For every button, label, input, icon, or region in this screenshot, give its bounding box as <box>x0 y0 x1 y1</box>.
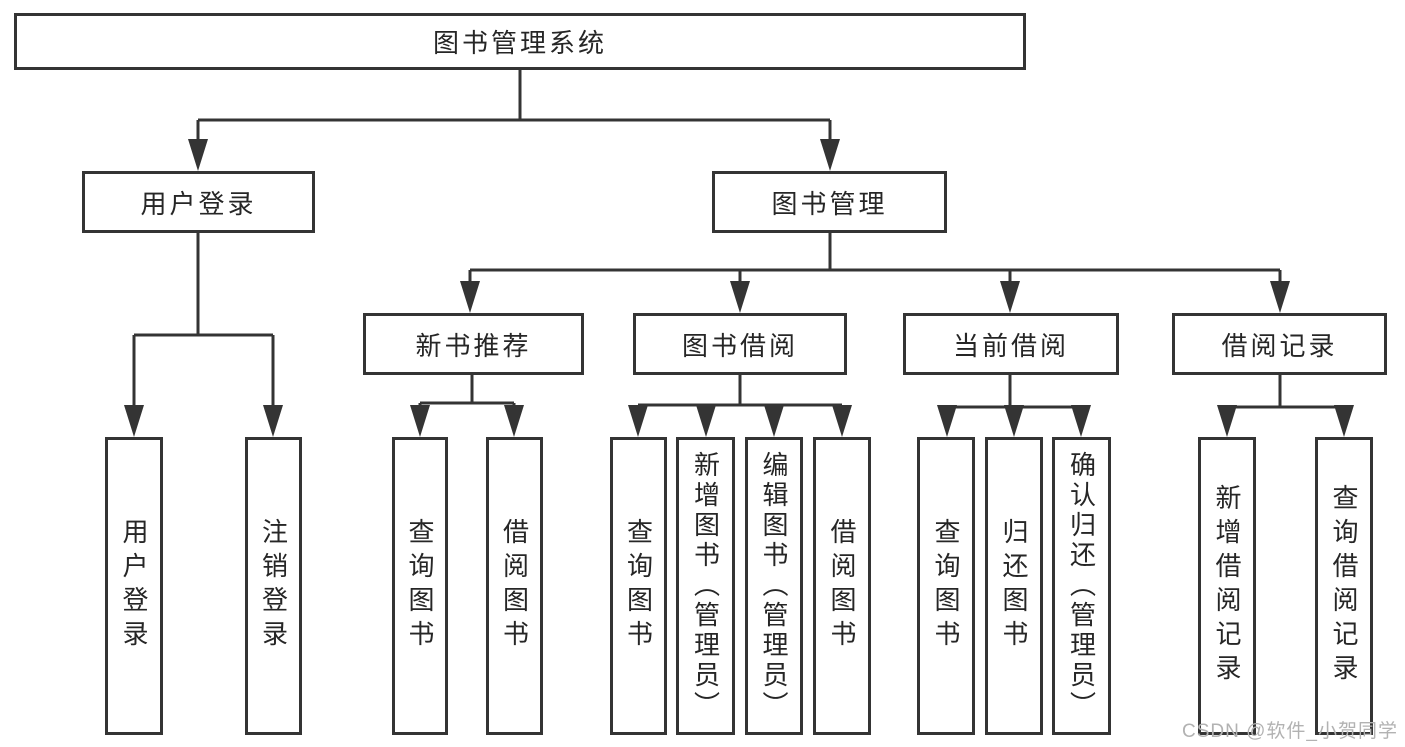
arrowhead-icon <box>124 405 144 437</box>
node-label: 查询图书 <box>405 518 435 654</box>
node-label: 确认归还（管理员） <box>1066 451 1097 721</box>
node-label: 当前借阅 <box>952 330 1069 361</box>
arrowhead-icon <box>730 281 750 313</box>
node-label: 查询借阅记录 <box>1329 484 1359 688</box>
node-leaf-return-books: 归还图书 <box>985 437 1043 735</box>
node-label: 编辑图书（管理员） <box>759 451 789 721</box>
arrowhead-icon <box>764 405 784 437</box>
arrowhead-icon <box>937 405 957 437</box>
node-label: 新书推荐 <box>415 330 532 361</box>
node-label: 借阅图书 <box>827 518 857 654</box>
node-book-borrowing: 图书借阅 <box>633 313 847 375</box>
node-label: 用户登录 <box>140 188 257 219</box>
arrowhead-icon <box>1071 405 1091 437</box>
csdn-watermark: CSDN @软件_小贺同学 <box>1182 721 1398 742</box>
arrowhead-icon <box>696 405 716 437</box>
arrowhead-icon <box>460 281 480 313</box>
node-leaf-add-books-admin: 新增图书（管理员） <box>676 437 735 735</box>
node-leaf-borrow-books: 借阅图书 <box>486 437 543 735</box>
node-borrowing-records: 借阅记录 <box>1172 313 1387 375</box>
node-label: 用户登录 <box>119 518 149 654</box>
arrowhead-icon <box>504 405 524 437</box>
node-user-login: 用户登录 <box>82 171 315 233</box>
node-leaf-query-borrow-record: 查询借阅记录 <box>1315 437 1373 735</box>
arrowhead-icon <box>1000 281 1020 313</box>
arrowhead-icon <box>832 405 852 437</box>
node-label: 图书管理 <box>771 188 888 219</box>
node-library-management-system: 图书管理系统 <box>14 13 1026 70</box>
arrowhead-icon <box>628 405 648 437</box>
node-leaf-confirm-return-admin: 确认归还（管理员） <box>1052 437 1111 735</box>
node-label: 查询图书 <box>931 518 961 654</box>
node-current-borrowing: 当前借阅 <box>903 313 1119 375</box>
node-label: 借阅记录 <box>1221 330 1338 361</box>
node-label: 注销登录 <box>258 518 289 654</box>
node-leaf-query-books: 查询图书 <box>917 437 975 735</box>
node-label: 新增图书（管理员） <box>690 451 721 721</box>
arrowhead-icon <box>1004 405 1024 437</box>
node-label: 归还图书 <box>999 518 1029 654</box>
node-leaf-user-login: 用户登录 <box>105 437 163 735</box>
node-label: 图书借阅 <box>681 330 798 361</box>
arrowhead-icon <box>1334 405 1354 437</box>
node-label: 查询图书 <box>623 518 654 654</box>
node-leaf-edit-books-admin: 编辑图书（管理员） <box>745 437 803 735</box>
arrowhead-icon <box>1270 281 1290 313</box>
arrowhead-icon <box>1217 405 1237 437</box>
arrowhead-icon <box>410 405 430 437</box>
node-label: 新增借阅记录 <box>1212 484 1242 688</box>
node-leaf-query-books: 查询图书 <box>610 437 667 735</box>
node-leaf-logout: 注销登录 <box>245 437 302 735</box>
arrowhead-icon <box>820 139 840 171</box>
node-book-management: 图书管理 <box>712 171 947 233</box>
arrowhead-icon <box>188 139 208 171</box>
node-leaf-borrow-books: 借阅图书 <box>813 437 871 735</box>
arrowhead-icon <box>263 405 283 437</box>
node-leaf-add-borrow-record: 新增借阅记录 <box>1198 437 1256 735</box>
node-label: 图书管理系统 <box>432 28 607 58</box>
node-leaf-query-books: 查询图书 <box>392 437 448 735</box>
node-new-book-recommendation: 新书推荐 <box>363 313 584 375</box>
node-label: 借阅图书 <box>499 518 530 654</box>
